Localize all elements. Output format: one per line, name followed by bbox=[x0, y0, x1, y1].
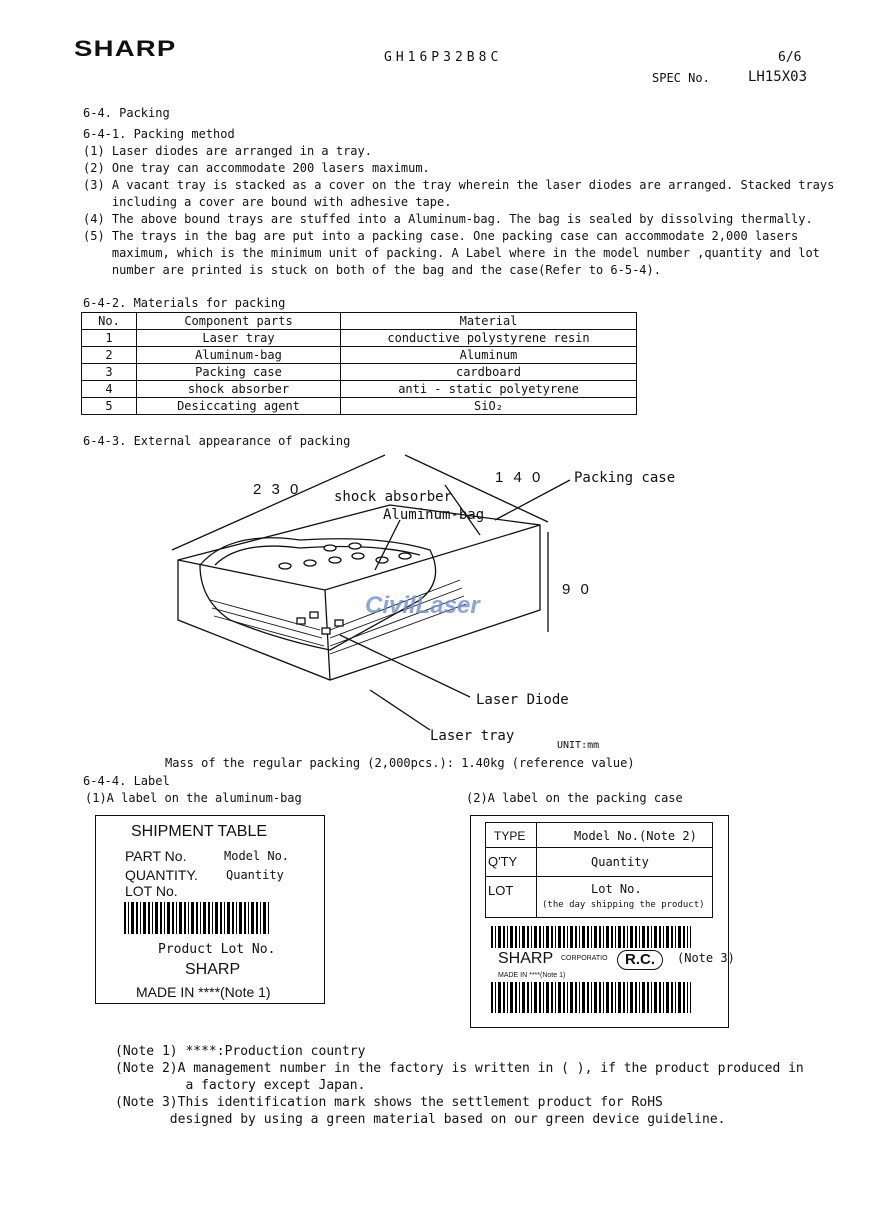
lot-value: Lot No. bbox=[591, 882, 642, 896]
header-cell: Component parts bbox=[136, 312, 341, 330]
cell: Laser tray bbox=[136, 329, 341, 347]
case-label-table: TYPE Model No.(Note 2) Q'TY Quantity LOT… bbox=[485, 822, 713, 918]
note: (Note 2)A management number in the facto… bbox=[115, 1061, 804, 1076]
qty-label: Q'TY bbox=[488, 854, 518, 869]
label-title: 6-4-4. Label bbox=[83, 774, 170, 788]
case-caption: (2)A label on the packing case bbox=[466, 791, 683, 805]
watermark: CivilLaser bbox=[365, 592, 480, 619]
cell: anti - static polyetyrene bbox=[340, 380, 637, 398]
shock-absorber-label: shock absorber bbox=[334, 489, 453, 505]
lot-subtext: (the day shipping the product) bbox=[542, 900, 705, 910]
method-line: (4) The above bound trays are stuffed in… bbox=[83, 212, 813, 226]
made-in: MADE IN ****(Note 1) bbox=[498, 972, 566, 979]
materials-title: 6-4-2. Materials for packing bbox=[83, 296, 286, 310]
type-label: TYPE bbox=[494, 829, 526, 843]
brand: SHARP bbox=[498, 950, 554, 967]
cell: shock absorber bbox=[136, 380, 341, 398]
method-line: number are printed is stuck on both of t… bbox=[83, 263, 661, 277]
appearance-title: 6-4-3. External appearance of packing bbox=[83, 434, 351, 448]
packing-case-label: Packing case bbox=[574, 470, 676, 486]
cell: 2 bbox=[81, 346, 137, 364]
bag-label: SHIPMENT TABLE PART No. Model No. QUANTI… bbox=[95, 815, 325, 1004]
cell: 3 bbox=[81, 363, 137, 381]
note: (Note 3)This identification mark shows t… bbox=[115, 1095, 663, 1110]
case-label: TYPE Model No.(Note 2) Q'TY Quantity LOT… bbox=[470, 815, 735, 1028]
qty-value: Quantity bbox=[591, 855, 649, 869]
corporation: CORPORATIO bbox=[561, 955, 608, 962]
qty-value: Quantity bbox=[226, 868, 284, 882]
lot-label: LOT No. bbox=[125, 883, 178, 899]
spec-label: SPEC No. bbox=[652, 71, 710, 85]
method-title: 6-4-1. Packing method bbox=[83, 127, 235, 141]
method-line: maximum, which is the minimum unit of pa… bbox=[83, 246, 820, 260]
barcode bbox=[491, 982, 691, 1013]
cell: 1 bbox=[81, 329, 137, 347]
header-cell: No. bbox=[81, 312, 137, 330]
header-cell: Material bbox=[340, 312, 637, 330]
note: a factory except Japan. bbox=[115, 1078, 366, 1093]
cell: 4 bbox=[81, 380, 137, 398]
method-line: (5) The trays in the bag are put into a … bbox=[83, 229, 799, 243]
bag-caption: (1)A label on the aluminum-bag bbox=[85, 791, 302, 805]
part-value: Model No. bbox=[224, 849, 290, 863]
cell: conductive polystyrene resin bbox=[340, 329, 637, 347]
unit-label: UNIT:mm bbox=[557, 740, 600, 751]
lot-label: LOT bbox=[488, 883, 514, 898]
cell: SiO₂ bbox=[340, 397, 637, 415]
method-line: (1) Laser diodes are arranged in a tray. bbox=[83, 144, 372, 158]
dim-length: 2 3 0 bbox=[253, 481, 302, 498]
note: (Note 1) ****:Production country bbox=[115, 1044, 366, 1059]
method-line: (2) One tray can accommodate 200 lasers … bbox=[83, 161, 430, 175]
barcode bbox=[124, 902, 269, 934]
aluminum-bag-label: Aluminum-bag bbox=[383, 507, 485, 523]
qty-label: QUANTITY. bbox=[125, 867, 198, 883]
method-line: (3) A vacant tray is stacked as a cover … bbox=[83, 178, 835, 192]
note: designed by using a green material based… bbox=[115, 1112, 726, 1127]
method-line: including a cover are bound with adhesiv… bbox=[83, 195, 452, 209]
cell: cardboard bbox=[340, 363, 637, 381]
barcode bbox=[491, 926, 691, 948]
laser-tray-label: Laser tray bbox=[430, 728, 515, 744]
cell: 5 bbox=[81, 397, 137, 415]
notes: (Note 1) ****:Production country (Note 2)… bbox=[115, 1043, 804, 1128]
section-title: 6-4. Packing bbox=[83, 106, 170, 120]
rc-mark: R.C. bbox=[617, 950, 663, 970]
dim-height: 9 0 bbox=[562, 581, 592, 598]
cell: Aluminum bbox=[340, 346, 637, 364]
cell: Desiccating agent bbox=[136, 397, 341, 415]
method-list: (1) Laser diodes are arranged in a tray.… bbox=[83, 143, 834, 279]
cell: Packing case bbox=[136, 363, 341, 381]
spec-number: LH15X03 bbox=[748, 69, 808, 85]
part-label: PART No. bbox=[125, 848, 187, 864]
dim-width: 1 4 0 bbox=[495, 469, 544, 486]
model-number: GH16P32B8C bbox=[384, 50, 503, 65]
mass-note: Mass of the regular packing (2,000pcs.):… bbox=[165, 756, 635, 770]
brand: SHARP bbox=[185, 961, 241, 978]
packing-diagram bbox=[171, 454, 571, 731]
lot-value: Product Lot No. bbox=[158, 942, 276, 957]
made-in: MADE IN ****(Note 1) bbox=[136, 984, 271, 1000]
type-value: Model No.(Note 2) bbox=[574, 829, 697, 843]
laser-diode-label: Laser Diode bbox=[476, 692, 569, 708]
note3-ref: (Note 3) bbox=[677, 951, 735, 965]
page-number: 6/6 bbox=[778, 50, 802, 65]
cell: Aluminum-bag bbox=[136, 346, 341, 364]
sharp-logo: SHARP bbox=[74, 36, 177, 61]
bag-label-title: SHIPMENT TABLE bbox=[131, 823, 268, 840]
